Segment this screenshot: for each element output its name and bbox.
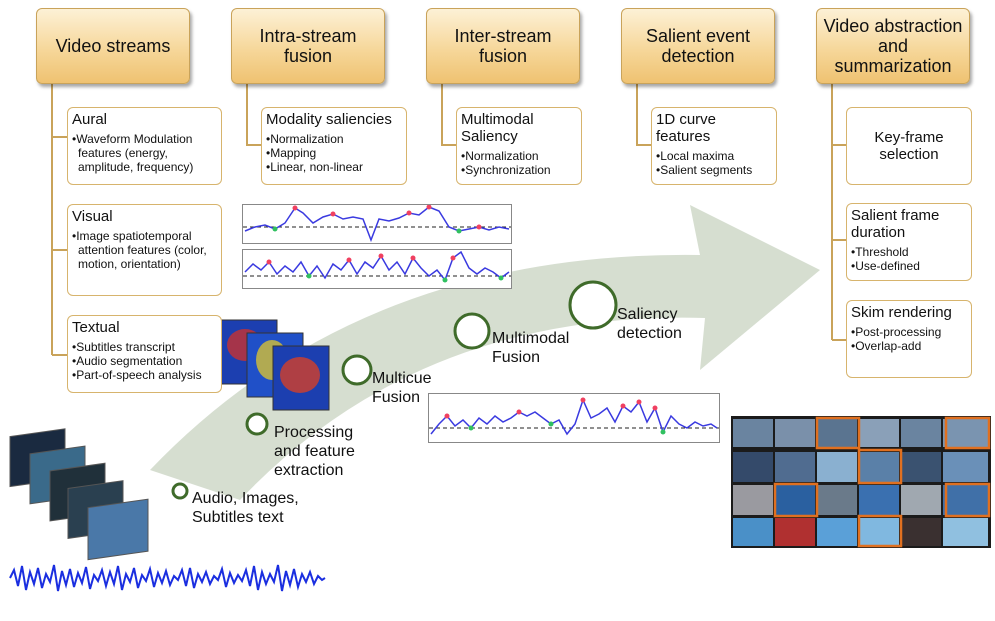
header-label: Video abstraction and summarization	[823, 16, 963, 76]
box-title: Aural	[72, 111, 108, 128]
box-title: Skim rendering	[851, 304, 952, 321]
box-item: Salient segments	[656, 163, 772, 177]
box-item: Synchronization	[461, 163, 577, 177]
header-video-abstraction: Video abstraction and summarization	[816, 8, 970, 84]
step-label-multimodal-fusion: Multimodal Fusion	[492, 330, 570, 366]
box-title: Multimodal Saliency	[461, 111, 534, 145]
audio-waveform	[9, 564, 326, 592]
box-aural: Aural Waveform Modulation features (ener…	[67, 107, 222, 185]
box-skim-rendering: Skim rendering Post-processing Overlap-a…	[846, 300, 972, 378]
box-item: Linear, non-linear	[266, 160, 402, 174]
header-intra-stream-fusion: Intra-stream fusion	[231, 8, 385, 84]
header-label: Salient event detection	[645, 26, 751, 66]
saliency-curve-plot-audio	[242, 204, 512, 244]
box-1d-curve-features: 1D curve features Local maxima Salient s…	[651, 107, 777, 185]
box-item: Audio segmentation	[72, 354, 217, 368]
saliency-curve-plot-visual	[242, 249, 512, 289]
box-item: Post-processing	[851, 325, 967, 339]
box-item: Waveform Modulation features (energy, am…	[72, 132, 217, 174]
box-salient-frame-duration: Salient frame duration Threshold Use-def…	[846, 203, 972, 281]
box-item: Normalization	[266, 132, 402, 146]
step-label-multicue-fusion: Multicue Fusion	[372, 370, 432, 406]
saliency-map-thumbnails	[220, 319, 330, 411]
box-item: Mapping	[266, 146, 402, 160]
pipeline-arrow	[150, 205, 820, 500]
saliency-curve-plot-multimodal	[428, 393, 720, 443]
box-title: 1D curve features	[656, 111, 717, 145]
video-frame-stack	[9, 428, 149, 561]
header-label: Inter-stream fusion	[454, 26, 552, 66]
box-item: Local maxima	[656, 149, 772, 163]
header-label: Video streams	[55, 36, 171, 56]
box-item: Threshold	[851, 245, 967, 259]
tree-connectors	[51, 84, 846, 356]
box-key-frame-selection: Key-frame selection	[846, 107, 972, 185]
box-visual: Visual Image spatiotemporal attention fe…	[67, 204, 222, 296]
header-salient-event-detection: Salient event detection	[621, 8, 775, 84]
box-title: Salient frame duration	[851, 207, 940, 241]
box-title: Textual	[72, 319, 120, 336]
box-title: Visual	[72, 208, 113, 225]
step-label-saliency-detection: Saliency detection	[617, 306, 682, 342]
step-label-input: Audio, Images, Subtitles text	[192, 490, 299, 526]
header-video-streams: Video streams	[36, 8, 190, 84]
box-item: Normalization	[461, 149, 577, 163]
box-item: Part-of-speech analysis	[72, 368, 217, 382]
box-modality-saliencies: Modality saliencies Normalization Mappin…	[261, 107, 407, 185]
box-item: Overlap-add	[851, 339, 967, 353]
header-label: Intra-stream fusion	[259, 26, 357, 66]
header-inter-stream-fusion: Inter-stream fusion	[426, 8, 580, 84]
step-circles	[171, 280, 618, 500]
step-label-processing: Processing and feature extraction	[274, 424, 355, 479]
box-item: Image spatiotemporal attention features …	[72, 229, 217, 271]
box-item: Use-defined	[851, 259, 967, 273]
box-item: Subtitles transcript	[72, 340, 217, 354]
box-textual: Textual Subtitles transcript Audio segme…	[67, 315, 222, 393]
keyframe-grid	[731, 416, 991, 548]
box-title: Modality saliencies	[266, 111, 392, 128]
box-title: Key-frame selection	[874, 129, 944, 163]
box-multimodal-saliency: Multimodal Saliency Normalization Synchr…	[456, 107, 582, 185]
